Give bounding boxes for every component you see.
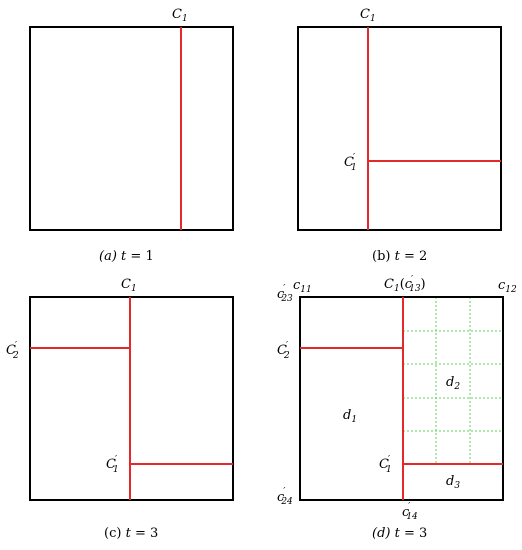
panel-b-caption: (b) t = 2 — [372, 249, 427, 264]
panel-d-label-c14-prime: c′14 — [402, 502, 418, 522]
panel-a-frame — [29, 26, 234, 231]
panel-c-caption: (c) t = 3 — [104, 526, 158, 541]
panel-d-label-c24-prime: c′24 — [277, 487, 293, 507]
panel-d-label-d3: d3 — [446, 474, 460, 491]
panel-d-label-d1: d1 — [343, 408, 357, 425]
panel-d-label-c12: c12 — [498, 278, 517, 295]
panel-d-label-c23-prime: c′23 — [277, 284, 293, 304]
panel-c-label-c1-prime: C′1 — [106, 455, 119, 475]
panel-d-label-c11: c11 — [293, 278, 312, 295]
panel-b: C1 C′1 (b) t = 2 — [297, 7, 502, 264]
panel-d-frame — [299, 296, 504, 501]
panel-b-label-c1: C1 — [360, 7, 376, 24]
panel-c-label-c1: C1 — [121, 277, 137, 294]
panel-d-label-d2: d2 — [446, 375, 460, 392]
panel-c-label-c2-prime: C′2 — [6, 341, 19, 361]
panel-d-label-c1-c13: C1(c′13) — [384, 275, 426, 294]
panel-c: C1 C′2 C′1 (c) t = 3 — [6, 277, 234, 541]
panel-d-label-c1-prime: C′1 — [379, 455, 392, 475]
panel-d-label-c2-prime: C′2 — [277, 341, 290, 361]
panel-a: C1 (a) t = 1 — [29, 7, 234, 264]
panel-a-caption: (a) t = 1 — [99, 249, 154, 264]
panel-d-grid — [403, 297, 503, 464]
panel-d-caption: (d) t = 3 — [372, 526, 427, 541]
panel-d: C1(c′13) c11 c12 c′23 c′24 c′14 C′2 C′1 … — [277, 275, 517, 541]
panel-b-frame — [297, 26, 502, 231]
panel-b-label-c1-prime: C′1 — [344, 153, 357, 173]
panel-c-frame — [29, 296, 234, 501]
panel-a-label-c1: C1 — [172, 7, 188, 24]
